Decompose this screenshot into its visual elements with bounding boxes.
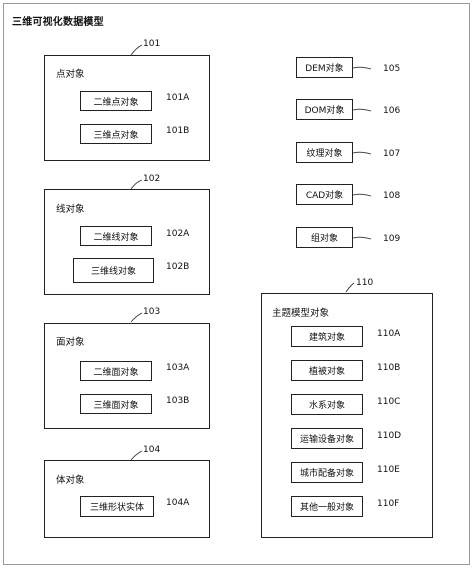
ref-107: 107	[383, 149, 401, 159]
ref-103a: 103A	[166, 363, 190, 373]
ref-104a: 104A	[166, 498, 190, 508]
building-object-box: 建筑对象	[291, 326, 363, 347]
3d-point-object-box: 三维点对象	[80, 124, 152, 144]
ref-108: 108	[383, 191, 401, 201]
ref-110b: 110B	[377, 363, 401, 373]
diagram-title: 三维可视化数据模型	[12, 17, 104, 28]
line-object-label: 线对象	[56, 204, 85, 215]
2d-point-object-box: 二维点对象	[80, 91, 152, 111]
ref-110d: 110D	[377, 431, 402, 441]
2d-line-object-box: 二维线对象	[80, 226, 152, 246]
ref-101a: 101A	[166, 93, 190, 103]
ref-109: 109	[383, 234, 401, 244]
ref-110a: 110A	[377, 329, 401, 339]
cad-object-box: CAD对象	[296, 184, 353, 205]
water-system-object-box: 水系对象	[291, 394, 363, 415]
ref-102: 102	[143, 174, 161, 184]
theme-model-object-label: 主题模型对象	[272, 308, 330, 319]
ref-110f: 110F	[377, 499, 400, 509]
outer-frame	[3, 3, 470, 565]
city-facility-object-box: 城市配备对象	[291, 462, 363, 483]
3d-surface-object-box: 三维面对象	[80, 394, 152, 414]
ref-110e: 110E	[377, 465, 400, 475]
dom-object-box: DOM对象	[296, 99, 353, 120]
surface-object-label: 面对象	[56, 337, 85, 348]
ref-101b: 101B	[166, 126, 190, 136]
ref-102a: 102A	[166, 229, 190, 239]
ref-103: 103	[143, 307, 161, 317]
ref-110: 110	[356, 278, 374, 288]
texture-object-box: 纹理对象	[296, 142, 353, 163]
ref-110c: 110C	[377, 397, 401, 407]
body-object-label: 体对象	[56, 475, 85, 486]
3d-shape-entity-box: 三维形状实体	[80, 496, 154, 517]
other-general-object-box: 其他一般对象	[291, 496, 363, 517]
ref-104: 104	[143, 445, 161, 455]
3d-line-object-box: 三维线对象	[73, 258, 154, 283]
ref-102b: 102B	[166, 262, 190, 272]
point-object-label: 点对象	[56, 69, 85, 80]
ref-106: 106	[383, 106, 401, 116]
dem-object-box: DEM对象	[296, 57, 353, 78]
group-object-box: 组对象	[296, 227, 353, 248]
ref-101: 101	[143, 39, 161, 49]
vegetation-object-box: 植被对象	[291, 360, 363, 381]
ref-105: 105	[383, 64, 401, 74]
ref-103b: 103B	[166, 396, 190, 406]
2d-surface-object-box: 二维面对象	[80, 361, 152, 381]
transport-equipment-object-box: 运输设备对象	[291, 428, 363, 449]
